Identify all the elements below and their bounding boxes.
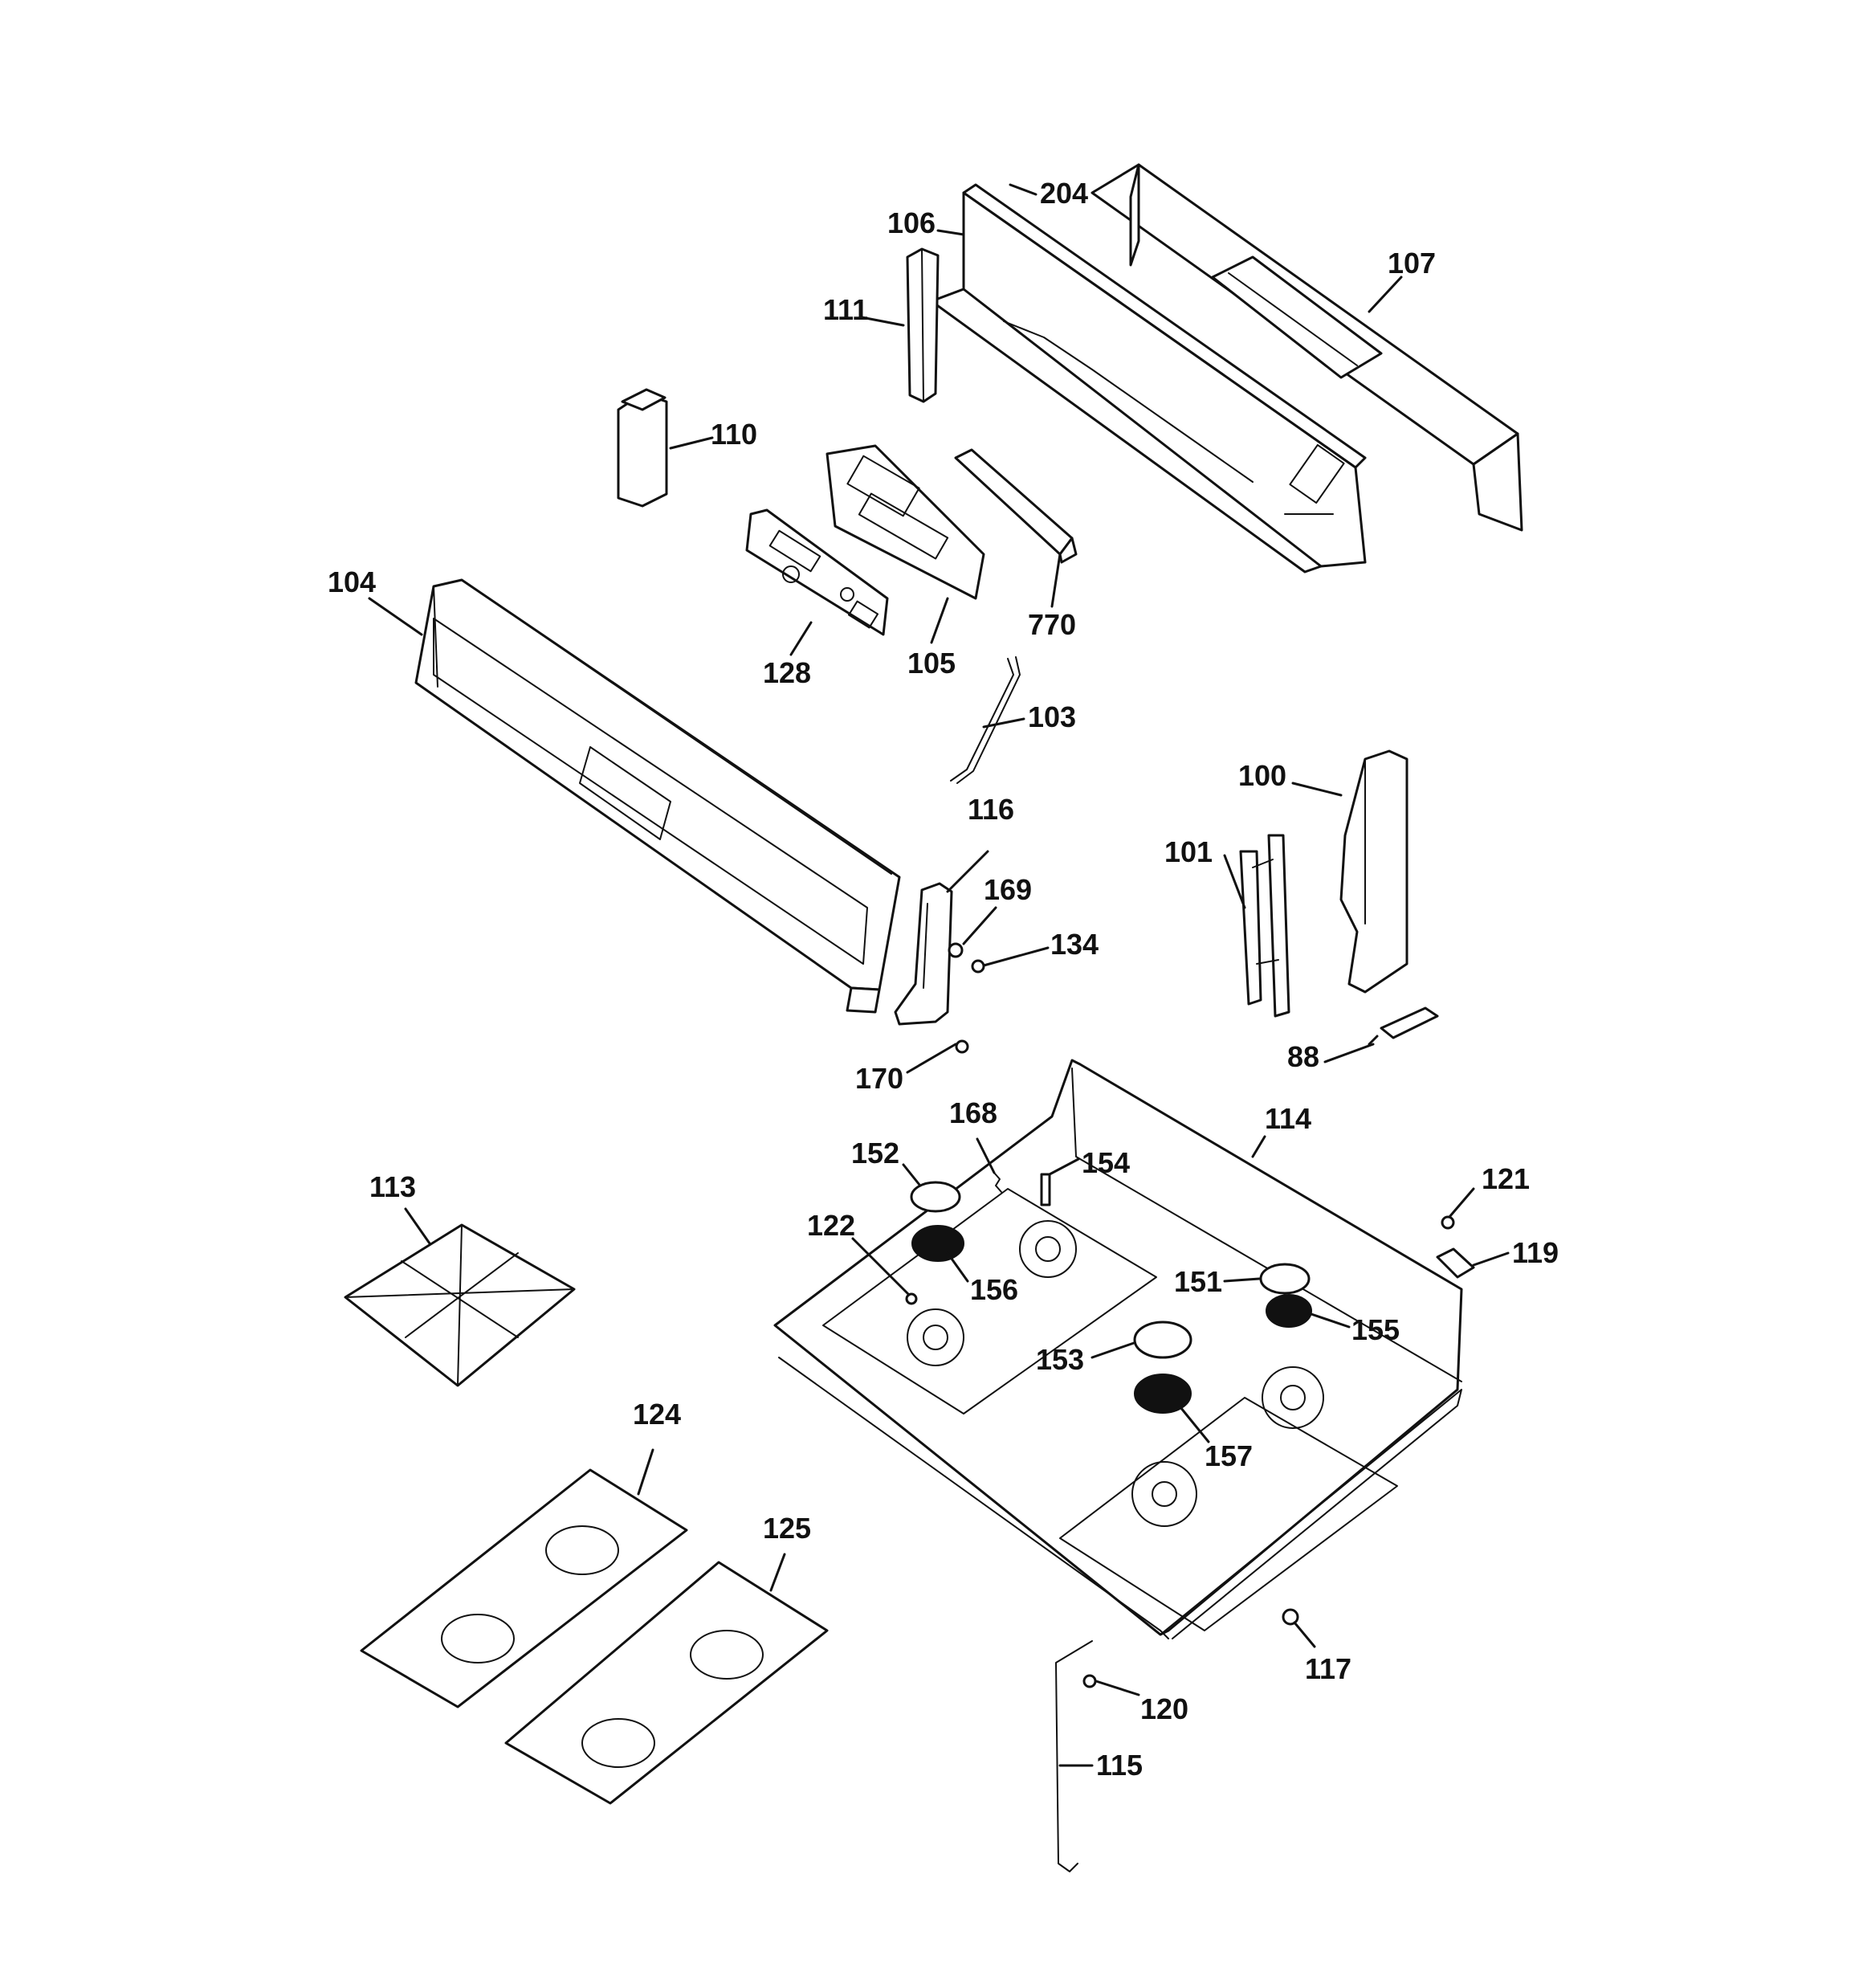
part-157-burner-head <box>1134 1374 1192 1414</box>
part-155-burner-head <box>1266 1294 1312 1328</box>
part-105-control-board <box>826 444 985 600</box>
label-100: 100 <box>1238 759 1286 792</box>
part-113-grate <box>344 1223 576 1387</box>
part-110-switch <box>617 388 668 508</box>
label-125: 125 <box>763 1512 811 1545</box>
label-156: 156 <box>970 1273 1018 1306</box>
part-100-side-trim <box>1339 749 1408 994</box>
label-204: 204 <box>1040 177 1088 210</box>
label-116: 116 <box>968 793 1014 826</box>
leader-lines <box>368 183 1510 1767</box>
label-169: 169 <box>984 873 1032 906</box>
label-120: 120 <box>1140 1692 1188 1725</box>
part-120-screw <box>1082 1674 1097 1688</box>
label-122: 122 <box>807 1209 855 1242</box>
label-110: 110 <box>711 418 757 451</box>
part-153-burner-cap <box>1133 1321 1192 1359</box>
label-104: 104 <box>328 565 376 598</box>
label-168: 168 <box>949 1096 997 1129</box>
part-106-manifold-panel <box>930 183 1367 574</box>
label-155: 155 <box>1351 1313 1400 1346</box>
part-169-screw <box>948 942 964 958</box>
part-128-keypad-overlay <box>745 508 889 636</box>
part-151-burner-cap <box>1259 1263 1311 1295</box>
part-labels: 204 106 107 111 110 104 128 105 770 103 … <box>328 177 1559 1782</box>
part-111-bracket <box>906 247 940 403</box>
part-119-bracket <box>1436 1247 1475 1279</box>
label-119: 119 <box>1512 1236 1559 1269</box>
label-121: 121 <box>1482 1162 1530 1195</box>
label-770: 770 <box>1028 608 1076 641</box>
label-101: 101 <box>1164 835 1213 868</box>
label-134: 134 <box>1050 928 1099 961</box>
part-134-screw <box>971 959 985 974</box>
label-170: 170 <box>855 1062 903 1095</box>
label-103: 103 <box>1028 700 1076 733</box>
label-114: 114 <box>1265 1102 1311 1135</box>
part-88-clip <box>1380 1006 1439 1039</box>
part-122-screw <box>905 1292 918 1305</box>
label-151: 151 <box>1174 1265 1222 1298</box>
part-107-rear-cover <box>1090 163 1523 532</box>
part-116-end-cap <box>894 882 953 1026</box>
label-105: 105 <box>907 647 956 680</box>
label-157: 157 <box>1205 1439 1253 1472</box>
part-124-drip-pan <box>360 1468 688 1708</box>
label-106: 106 <box>887 206 936 239</box>
label-117: 117 <box>1305 1652 1351 1685</box>
label-113: 113 <box>369 1170 416 1203</box>
part-125-drip-pan <box>504 1561 829 1805</box>
part-104-control-panel-trim <box>414 578 901 1014</box>
part-770-bracket <box>954 448 1078 564</box>
part-168-spring <box>993 1172 1002 1193</box>
part-154-igniter <box>1040 1173 1051 1206</box>
part-115-rod <box>1055 1640 1093 1872</box>
label-111: 111 <box>823 293 868 326</box>
label-88: 88 <box>1287 1040 1319 1073</box>
part-101-bracket <box>1239 834 1290 1018</box>
part-170-screw <box>955 1039 969 1054</box>
label-128: 128 <box>763 656 811 689</box>
label-152: 152 <box>851 1137 899 1170</box>
label-124: 124 <box>633 1398 681 1431</box>
part-121-screw <box>1441 1215 1455 1230</box>
part-117-nut <box>1282 1608 1299 1626</box>
label-107: 107 <box>1388 247 1436 280</box>
part-156-burner-head <box>911 1225 964 1262</box>
label-154: 154 <box>1082 1146 1130 1179</box>
label-153: 153 <box>1036 1343 1084 1376</box>
part-103-support-rod <box>950 656 1021 784</box>
part-152-burner-cap <box>910 1181 961 1213</box>
label-115: 115 <box>1096 1749 1143 1782</box>
